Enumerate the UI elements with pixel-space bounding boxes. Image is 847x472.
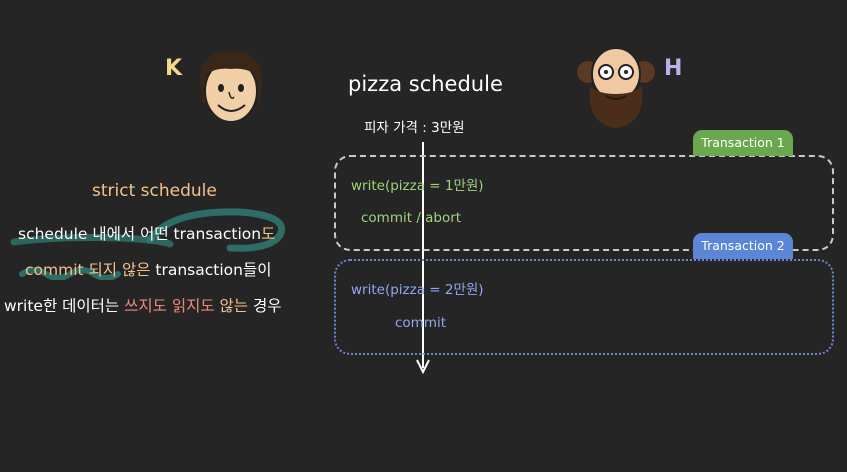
transaction-2-tab: Transaction 2	[693, 233, 793, 259]
persona-h-label: H	[664, 56, 683, 81]
definition-line-2-highlight: commit 되지 않은	[25, 261, 151, 279]
scribble-highlight	[10, 208, 286, 280]
definition-line-3-end: 경우	[248, 297, 282, 315]
transaction-2-box	[334, 259, 834, 355]
definition-line-2: commit 되지 않은 transaction들이	[25, 258, 272, 280]
persona-k-label: K	[165, 56, 183, 81]
definition-line-3: write한 데이터는 쓰지도 읽지도 않는 경우	[4, 294, 282, 316]
persona-k-avatar	[199, 51, 263, 123]
strict-schedule-title: strict schedule	[92, 181, 217, 201]
diagram-title: pizza schedule	[348, 72, 503, 96]
transaction-1-write: write(pizza = 1만원)	[351, 178, 484, 194]
transaction-2-write: write(pizza = 2만원)	[351, 282, 484, 298]
transaction-1-box	[334, 155, 834, 251]
definition-line-3-main: write한 데이터는	[4, 297, 125, 315]
definition-line-1-suffix: 도	[261, 225, 276, 243]
transaction-1-tab: Transaction 1	[693, 130, 793, 156]
definition-line-3-highlight: 쓰지도 읽지도	[124, 297, 215, 315]
transaction-2-commit: commit	[395, 315, 447, 331]
definition-line-1-main: schedule 내에서 어떤 transaction	[18, 225, 262, 243]
transaction-1-commit: commit / abort	[361, 210, 462, 226]
definition-line-1: schedule 내에서 어떤 transaction도	[18, 222, 275, 244]
definition-line-2-main: transaction들이	[150, 261, 272, 279]
timeline-arrow	[416, 142, 430, 375]
definition-line-3-negation: 않는	[214, 297, 249, 315]
persona-h-avatar	[577, 47, 655, 128]
pizza-price-label: 피자 가격 : 3만원	[364, 120, 465, 136]
